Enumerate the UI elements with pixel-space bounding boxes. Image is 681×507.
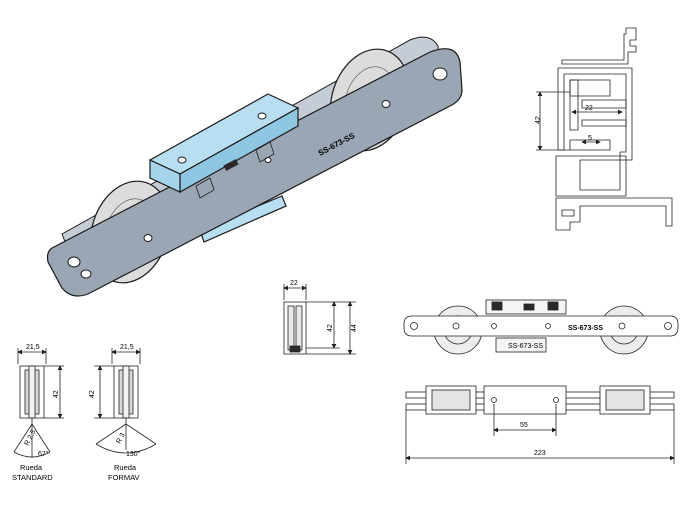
roller-isometric: SS-673-SS xyxy=(46,36,463,297)
side-block-code: SS-673-SS xyxy=(508,343,543,350)
std-caption-1: Rueda xyxy=(20,463,43,472)
front-plate xyxy=(46,48,463,297)
profile-dim-22: 22 xyxy=(585,105,593,112)
wheel-formav-drawing xyxy=(94,348,157,454)
wheel-standard-drawing xyxy=(13,348,64,458)
side-part-code: SS-673-SS xyxy=(568,325,603,332)
front-dim-22: 22 xyxy=(290,280,298,287)
front-dim-44: 44 xyxy=(351,324,358,332)
profile-dim-42: 42 xyxy=(535,116,542,124)
std-dim-height: 42 xyxy=(53,390,60,398)
top-dim-55: 55 xyxy=(520,422,528,429)
formav-dim-radius: R 3 xyxy=(116,432,127,445)
formav-dim-angle: 130° xyxy=(126,450,141,458)
top-dim-223: 223 xyxy=(534,450,546,457)
front-dim-42: 42 xyxy=(327,324,334,332)
profile-dim-5: 5 xyxy=(588,135,592,142)
profile-section xyxy=(536,27,673,231)
std-caption-2: STANDARD xyxy=(12,473,53,482)
front-view-small xyxy=(283,284,356,355)
std-dim-radius: R 2,5 xyxy=(24,429,38,447)
formav-caption-2: FORMAV xyxy=(108,473,140,482)
std-dim-width: 21,5 xyxy=(26,344,40,351)
formav-dim-width: 21,5 xyxy=(120,344,134,351)
formav-dim-height: 42 xyxy=(89,390,96,398)
std-dim-angle: 67° xyxy=(38,450,49,458)
formav-caption-1: Rueda xyxy=(114,463,137,472)
side-view xyxy=(403,299,679,355)
top-view xyxy=(405,385,675,464)
